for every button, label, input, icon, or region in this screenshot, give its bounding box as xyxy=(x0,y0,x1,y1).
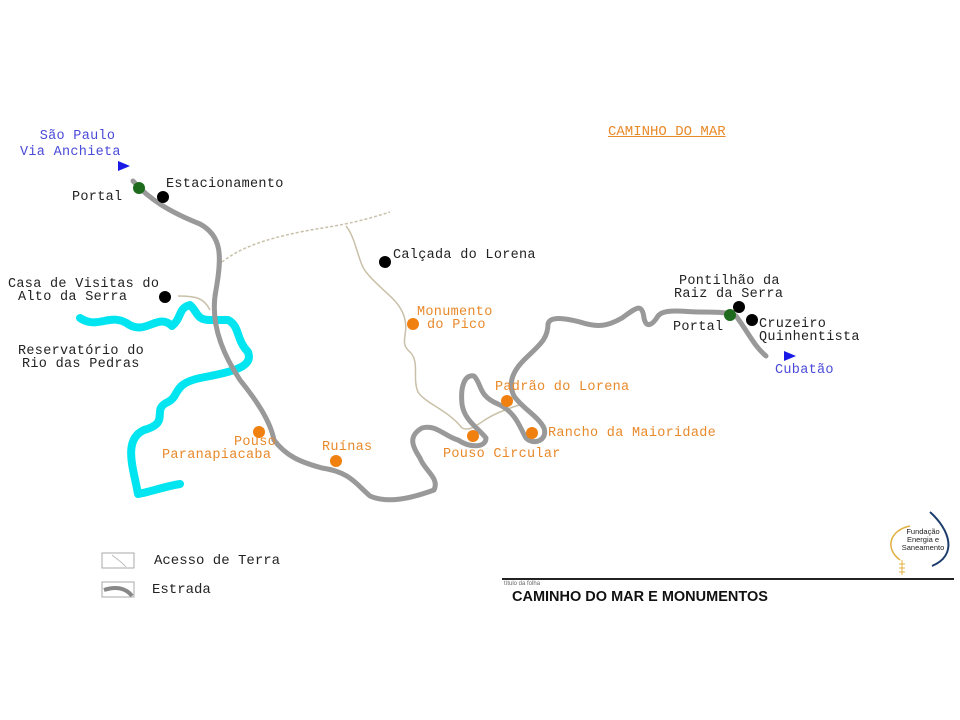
footer-title: CAMINHO DO MAR E MONUMENTOS xyxy=(512,589,768,605)
cubatao-label: Cubatão xyxy=(775,363,834,378)
footer-small-label: título da folha xyxy=(504,581,541,587)
river-reservoir xyxy=(76,301,253,498)
ruinas-marker xyxy=(330,455,342,467)
logo-line-2: Energia e xyxy=(906,535,940,544)
estacionamento-label: Estacionamento xyxy=(166,177,284,192)
cruzeiro-label-2: Quinhentista xyxy=(759,330,860,345)
rancho-marker xyxy=(526,427,538,439)
footer-divider xyxy=(502,578,954,580)
logo-fundacao-icon xyxy=(890,511,950,575)
reservoir-label-1: Reservatório do xyxy=(18,344,145,359)
logo-text: Fundação Energia e Saneamento xyxy=(893,528,953,552)
portal-top-label: Portal xyxy=(72,190,123,205)
calcada-label: Calçada do Lorena xyxy=(393,248,536,263)
portal-bottom-marker xyxy=(724,309,736,321)
pouso-circular-label: Pouso Circular xyxy=(443,447,561,462)
legend-road-label: Estrada xyxy=(152,582,211,598)
legend-dirt-icon xyxy=(101,552,135,569)
legend-road-icon xyxy=(101,581,135,598)
arrow-cubatao-icon xyxy=(784,351,796,361)
padrao-marker xyxy=(501,395,513,407)
logo-line-1: Fundação xyxy=(906,527,940,536)
dirt-paths xyxy=(177,211,523,430)
pouso-circular-marker xyxy=(467,430,479,442)
map-title: CAMINHO DO MAR xyxy=(608,124,726,140)
padrao-label: Padrão do Lorena xyxy=(495,380,630,395)
legend-dirt-label: Acesso de Terra xyxy=(154,553,281,569)
pouso-para-label-1: Pouso xyxy=(233,435,276,450)
ruinas-label: Ruínas xyxy=(322,440,373,455)
via-anchieta-label: Via Anchieta xyxy=(20,145,121,160)
pico-label-1: Monumento xyxy=(417,305,493,320)
rancho-label: Rancho da Maioridade xyxy=(548,426,717,441)
arrow-sao-paulo-icon xyxy=(118,161,130,171)
casa-visitas-label-1: Casa de Visitas do xyxy=(8,277,160,292)
road xyxy=(130,178,769,503)
pico-marker xyxy=(407,318,419,330)
casa-visitas-marker xyxy=(159,291,171,303)
pouso-para-marker xyxy=(253,426,265,438)
reservoir-label-2: Rio das Pedras xyxy=(22,357,140,372)
cruzeiro-label-1: Cruzeiro xyxy=(759,317,827,332)
pontilhao-label-2: Raiz da Serra xyxy=(674,287,784,302)
portal-top-marker xyxy=(133,182,145,194)
estacionamento-marker xyxy=(157,191,169,203)
pico-label-2: do Pico xyxy=(427,318,486,333)
calcada-marker xyxy=(379,256,391,268)
pouso-para-label-2: Paranapiacaba xyxy=(162,448,272,463)
logo-line-3: Saneamento xyxy=(901,543,945,552)
pontilhao-label-1: Pontilhão da xyxy=(679,274,780,289)
cruzeiro-marker xyxy=(746,314,758,326)
pontilhao-marker xyxy=(733,301,745,313)
sao-paulo-label: São Paulo xyxy=(39,129,116,144)
casa-visitas-label-2: Alto da Serra xyxy=(18,290,128,305)
portal-bottom-label: Portal xyxy=(673,320,724,335)
